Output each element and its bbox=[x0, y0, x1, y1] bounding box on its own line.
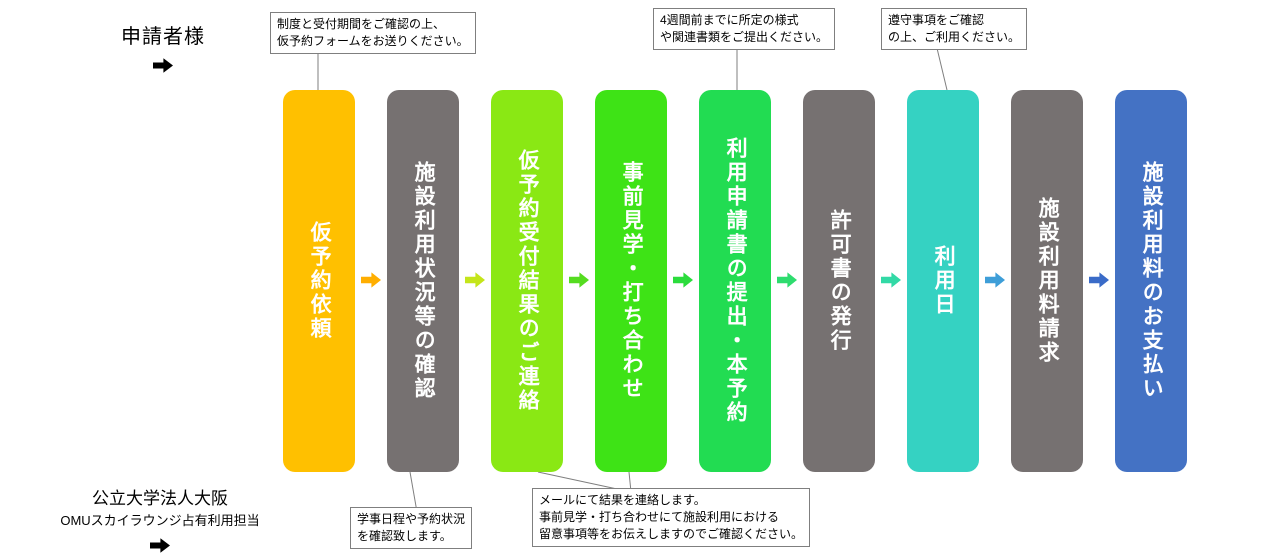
step-preliminary-visit-meeting: 事前見学・打ち合わせ bbox=[595, 90, 667, 472]
step-facility-fee-billing: 施設利用料請求 bbox=[1011, 90, 1083, 472]
step-label: 施設利用料請求 bbox=[1036, 197, 1060, 365]
actor-university-name: 公立大学法人大阪 bbox=[92, 489, 228, 508]
step-usage-application-submission: 利用申請書の提出・本予約 bbox=[699, 90, 771, 472]
step-provisional-reservation-result-notice: 仮予約受付結果のご連絡 bbox=[491, 90, 563, 472]
right-arrow-icon bbox=[153, 58, 173, 73]
step-facility-fee-payment: 施設利用料のお支払い bbox=[1115, 90, 1187, 472]
callout-application-documents: 4週間前までに所定の様式 や関連書類をご提出ください。 bbox=[653, 8, 836, 51]
callout-line: 留意事項等をお伝えしますのでご確認ください。 bbox=[539, 527, 804, 542]
actor-university: 公立大学法人大阪 OMUスカイラウンジ占有利用担当 bbox=[40, 484, 280, 557]
actor-applicant-label: 申請者様 bbox=[121, 26, 205, 48]
callout-line: 仮予約フォームをお送りください。 bbox=[277, 34, 469, 49]
callout-compliance: 遵守事項をご確認 の上、ご利用ください。 bbox=[881, 8, 1028, 51]
callout-line: を確認致します。 bbox=[357, 529, 452, 544]
step-label: 利用申請書の提出・本予約 bbox=[724, 137, 748, 425]
step-label: 仮予約依頼 bbox=[308, 221, 332, 341]
flow-arrow-icon-5 bbox=[777, 272, 797, 288]
callout-line: や関連書類をご提出ください。 bbox=[660, 30, 829, 45]
right-arrow-icon bbox=[150, 538, 170, 553]
flow-arrow-icon-7 bbox=[985, 272, 1005, 288]
step-label: 施設利用状況等の確認 bbox=[412, 161, 436, 401]
callout-line: メールにて結果を連絡します。 bbox=[539, 493, 706, 507]
callout-line: 遵守事項をご確認 bbox=[888, 13, 985, 27]
step-label: 施設利用料のお支払い bbox=[1140, 161, 1164, 401]
callout-line: 4週間前までに所定の様式 bbox=[660, 13, 799, 27]
flow-arrow-icon-6 bbox=[881, 272, 901, 288]
step-facility-usage-status-check: 施設利用状況等の確認 bbox=[387, 90, 459, 472]
callout-line: の上、ご利用ください。 bbox=[888, 30, 1021, 45]
flow-arrow-icon-1 bbox=[361, 272, 381, 288]
connector-line-schedule-check bbox=[409, 471, 418, 513]
callout-line: 制度と受付期間をご確認の上、 bbox=[277, 17, 446, 31]
actor-university-department: OMUスカイラウンジ占有利用担当 bbox=[60, 513, 260, 528]
step-label: 利用日 bbox=[932, 245, 956, 317]
step-permit-issuance: 許可書の発行 bbox=[803, 90, 875, 472]
step-usage-day: 利用日 bbox=[907, 90, 979, 472]
flow-arrow-icon-2 bbox=[465, 272, 485, 288]
actor-applicant: 申請者様 bbox=[83, 20, 243, 78]
callout-result-notice: メールにて結果を連絡します。 事前見学・打ち合わせにて施設利用における 留意事項… bbox=[532, 488, 811, 548]
step-label: 仮予約受付結果のご連絡 bbox=[516, 149, 540, 413]
flow-arrow-icon-3 bbox=[569, 272, 589, 288]
callout-line: 事前見学・打ち合わせにて施設利用における bbox=[539, 510, 780, 525]
step-provisional-reservation-request: 仮予約依頼 bbox=[283, 90, 355, 472]
flow-arrow-icon-8 bbox=[1089, 272, 1109, 288]
callout-reservation-form: 制度と受付期間をご確認の上、 仮予約フォームをお送りください。 bbox=[270, 12, 476, 55]
callout-schedule-check: 学事日程や予約状況 を確認致します。 bbox=[350, 507, 473, 550]
flow-arrow-icon-4 bbox=[673, 272, 693, 288]
step-label: 事前見学・打ち合わせ bbox=[620, 161, 644, 401]
callout-line: 学事日程や予約状況 bbox=[357, 512, 466, 526]
step-label: 許可書の発行 bbox=[828, 209, 852, 353]
connector-line-compliance bbox=[935, 43, 948, 91]
